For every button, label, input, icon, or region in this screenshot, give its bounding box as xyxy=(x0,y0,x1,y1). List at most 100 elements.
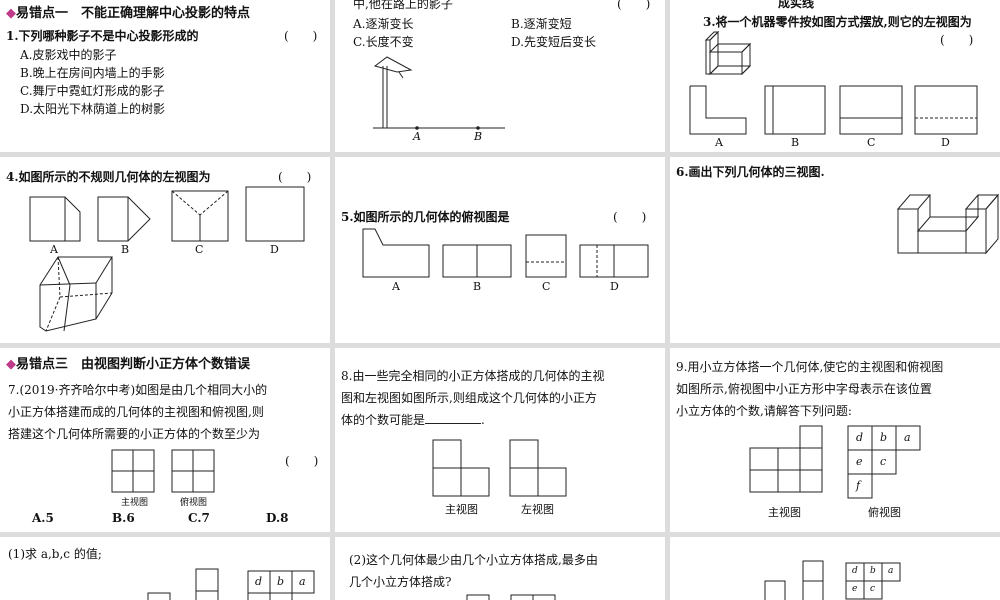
point-a-label: A xyxy=(413,130,421,143)
panel-q1: ◆易错点一 不能正确理解中心投影的特点 1.下列哪种影子不是中心投影形成的 ( … xyxy=(0,0,330,152)
question-9-line-3: 小立方体的个数,请解答下列问题: xyxy=(676,404,852,418)
period: . xyxy=(481,413,485,427)
option-label-d: D xyxy=(270,243,279,256)
sub-question-2-line-2: 几个小立方体搭成? xyxy=(349,575,452,589)
option-c: C.7 xyxy=(188,511,210,525)
diamond-icon: ◆ xyxy=(6,6,16,21)
question-8-line-3: 体的个数可能是. xyxy=(341,409,604,431)
panel-q9-part1: (1)求 a,b,c 的值; d b a xyxy=(0,537,330,600)
panel-q6: 6.画出下列几何体的三视图. xyxy=(670,157,1000,343)
front-left-views xyxy=(432,439,567,497)
panel-q2: 中,他在路上的影子 ( ) A.逐渐变长 B.逐渐变短 C.长度不变 D.先变短… xyxy=(335,0,665,152)
option-b: B.晚上在房间内墙上的手影 xyxy=(20,66,165,80)
panel-q9-part3: d b a e c xyxy=(670,537,1000,600)
cell-letter-a: a xyxy=(299,575,306,588)
answer-paren: ( ) xyxy=(284,29,318,43)
section-title: 易错点一 不能正确理解中心投影的特点 xyxy=(16,6,251,21)
option-d: D.8 xyxy=(266,511,289,525)
option-label-b: B xyxy=(473,280,482,293)
option-a: A.5 xyxy=(32,511,54,525)
cell-letter-b: b xyxy=(880,431,888,444)
question-9-line-1: 9.用小立方体搭一个几何体,使它的主视图和俯视图 xyxy=(676,360,944,374)
answer-blank[interactable] xyxy=(425,423,482,424)
option-label-c: C xyxy=(542,280,551,293)
cell-letter-d: d xyxy=(255,575,263,588)
option-d: D.太阳光下林荫道上的树影 xyxy=(20,102,166,116)
street-lamp-figure xyxy=(373,56,505,130)
point-b-label: B xyxy=(474,130,483,143)
option-label-a: A xyxy=(50,243,58,256)
cell-letter-b: b xyxy=(870,566,876,576)
partial-views xyxy=(466,594,556,600)
option-a: A.皮影戏中的影子 xyxy=(20,48,117,62)
question-7-line-1: 7.(2019·齐齐哈尔中考)如图是由几个相同大小的 xyxy=(8,383,268,397)
partial-views xyxy=(147,568,315,600)
section-title: 易错点三 由视图判断小正方体个数错误 xyxy=(16,357,251,372)
option-label-b: B xyxy=(791,136,800,149)
question-1: 1.下列哪种影子不是中心投影形成的 xyxy=(6,29,199,43)
section-heading-3: ◆易错点三 由视图判断小正方体个数错误 xyxy=(6,356,250,374)
question-7: 7.(2019·齐齐哈尔中考)如图是由几个相同大小的 小正方体搭建而成的几何体的… xyxy=(8,379,267,445)
answer-paren: ( ) xyxy=(285,454,319,468)
top-view-caption: 俯视图 xyxy=(868,506,901,519)
option-a: A.逐渐变长 xyxy=(353,17,414,31)
option-label-c: C xyxy=(195,243,204,256)
option-c: C.长度不变 xyxy=(353,35,414,49)
heading-tail: 成实线 xyxy=(778,0,815,10)
cell-letter-d: d xyxy=(856,431,864,444)
panel-q9: 9.用小立方体搭一个几何体,使它的主视图和俯视图 如图所示,俯视图中小正方形中字… xyxy=(670,348,1000,532)
panel-q5: 5.如图所示的几何体的俯视图是 ( ) A B C D xyxy=(335,157,665,343)
option-label-d: D xyxy=(610,280,619,293)
top-view-options xyxy=(362,228,649,278)
panel-q3: 成实线 3.将一个机器零件按如图方式摆放,则它的左视图为 ( ) A B xyxy=(670,0,1000,152)
option-label-d: D xyxy=(941,136,950,149)
option-c: C.舞厅中霓虹灯形成的影子 xyxy=(20,84,165,98)
panel-q7: ◆易错点三 由视图判断小正方体个数错误 7.(2019·齐齐哈尔中考)如图是由几… xyxy=(0,348,330,532)
question-8-line-2: 图和左视图如图所示,则组成这个几何体的小正方 xyxy=(341,391,597,405)
cell-letter-c: c xyxy=(880,455,887,468)
cell-letter-b: b xyxy=(277,575,285,588)
question-3: 3.将一个机器零件按如图方式摆放,则它的左视图为 xyxy=(703,15,972,29)
question-4: 4.如图所示的不规则几何体的左视图为 xyxy=(6,170,211,184)
panel-q9-part2: (2)这个几何体最少由几个小立方体搭成,最多由 几个小立方体搭成? xyxy=(335,537,665,600)
partial-views xyxy=(764,560,901,600)
front-view-caption: 主视图 xyxy=(768,506,801,519)
left-view-caption: 左视图 xyxy=(521,503,554,516)
question-7-line-3: 搭建这个几何体所需要的小正方体的个数至少为 xyxy=(8,427,261,441)
answer-paren: ( ) xyxy=(278,170,312,184)
option-d: D.先变短后变长 xyxy=(511,35,597,49)
answer-paren: ( ) xyxy=(940,33,974,47)
option-label-c: C xyxy=(867,136,876,149)
diamond-icon: ◆ xyxy=(6,357,16,372)
sub-question-1: (1)求 a,b,c 的值; xyxy=(8,547,102,561)
question-8: 8.由一些完全相同的小正方体搭成的几何体的主视 图和左视图如图所示,则组成这个几… xyxy=(341,365,604,431)
front-top-views xyxy=(111,449,215,493)
panel-q4: 4.如图所示的不规则几何体的左视图为 ( ) xyxy=(0,157,330,343)
cell-letter-c: c xyxy=(870,584,876,594)
option-label-a: A xyxy=(715,136,723,149)
question-2-tail: 中,他在路上的影子 xyxy=(353,0,453,11)
cell-letter-a: a xyxy=(904,431,911,444)
answer-paren: ( ) xyxy=(613,210,647,224)
option-b: B.6 xyxy=(112,511,135,525)
top-view-caption: 俯视图 xyxy=(180,498,208,508)
option-label-a: A xyxy=(392,280,400,293)
panel-q8: 8.由一些完全相同的小正方体搭成的几何体的主视 图和左视图如图所示,则组成这个几… xyxy=(335,348,665,532)
sub-question-2-line-1: (2)这个几何体最少由几个小立方体搭成,最多由 xyxy=(349,553,598,567)
question-8-line-1: 8.由一些完全相同的小正方体搭成的几何体的主视 xyxy=(341,369,605,383)
question-9-line-2: 如图所示,俯视图中小正方形中字母表示在该位置 xyxy=(676,382,932,396)
question-7-line-2: 小正方体搭建而成的几何体的主视图和俯视图,则 xyxy=(8,405,264,419)
cell-letter-d: d xyxy=(852,566,858,576)
question-8-line-3-text: 体的个数可能是 xyxy=(341,413,426,427)
answer-paren: ( ) xyxy=(617,0,651,11)
cell-letter-a: a xyxy=(888,566,894,576)
sub-question-2: (2)这个几何体最少由几个小立方体搭成,最多由 几个小立方体搭成? xyxy=(349,549,598,593)
question-5: 5.如图所示的几何体的俯视图是 xyxy=(341,210,510,224)
front-view-caption: 主视图 xyxy=(445,503,478,516)
u-shaped-solid-figure xyxy=(896,193,1000,255)
irregular-solid-figures xyxy=(29,186,305,332)
front-top-views xyxy=(749,425,921,499)
question-9: 9.用小立方体搭一个几何体,使它的主视图和俯视图 如图所示,俯视图中小正方形中字… xyxy=(676,356,943,422)
cell-letter-f: f xyxy=(856,479,861,492)
